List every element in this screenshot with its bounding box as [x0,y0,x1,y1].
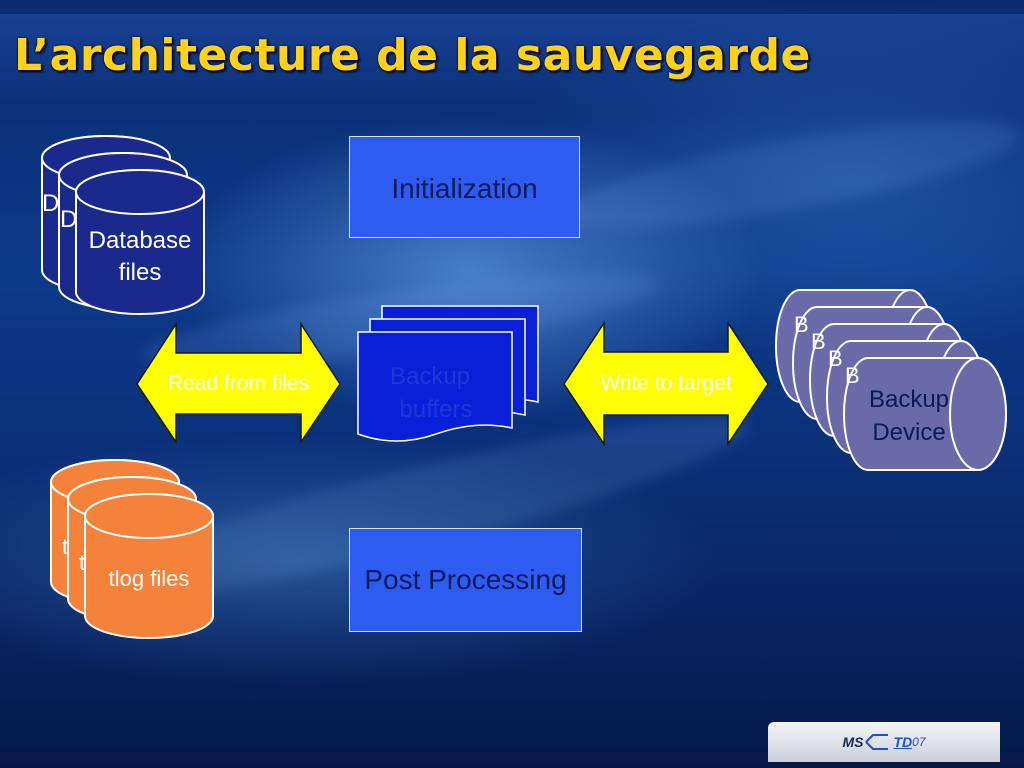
backup-buffer-front [357,331,513,442]
title-bar [0,14,1024,114]
logo-year-text: 07 [912,735,926,749]
backup-device-stack [775,289,1007,471]
logo-td-text: TD [893,734,913,750]
tlog-cylinder-front [84,493,214,639]
logo-ms-text: MS [842,734,864,750]
backup-device-cylinder-front [843,357,1007,471]
post-processing-label: Post Processing [364,564,567,595]
initialization-box: Initialization [349,136,580,238]
write-arrow [563,320,769,447]
database-cylinder-front [75,169,205,315]
backup-buffers-stack [357,305,539,442]
read-arrow [136,321,341,445]
tlog-cylinder-stack [50,459,214,639]
database-cylinder-stack [41,135,205,315]
logo-diamond-icon [865,734,889,750]
initialization-label: Initialization [391,173,538,204]
slide-title: L’architecture de la sauvegarde [14,30,811,81]
mstd-logo: MS TD 07 [768,722,1000,762]
post-processing-box: Post Processing [349,528,582,632]
